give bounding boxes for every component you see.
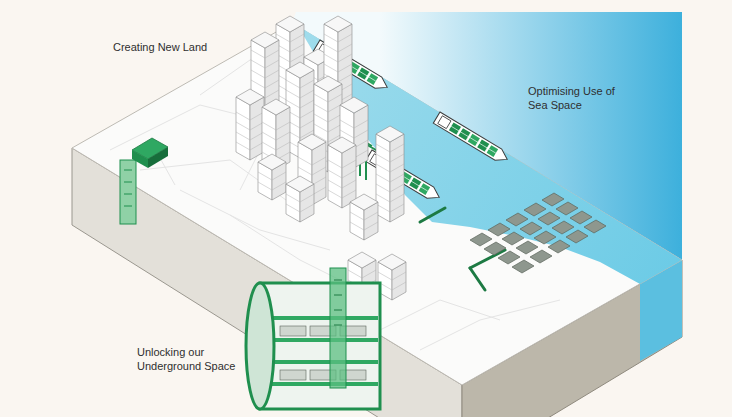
surface-shaft-left xyxy=(120,138,168,224)
sea-surface xyxy=(298,26,682,284)
region-label: Unlocking our Underground Space xyxy=(137,345,242,374)
underground-tunnel xyxy=(246,268,380,409)
region-label: Optimising Use of Sea Space xyxy=(528,84,618,113)
city-buildings xyxy=(236,16,406,300)
region-label: Creating New Land xyxy=(113,40,253,54)
floating-solar-panels xyxy=(470,193,606,273)
